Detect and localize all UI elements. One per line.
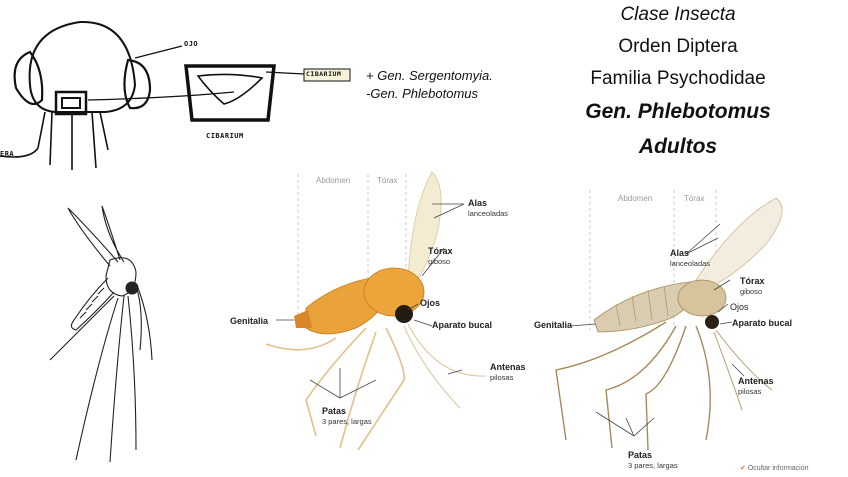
p1-aparato-label: Aparato bucal: [432, 320, 493, 330]
head-cibarium-drawing: [0, 20, 351, 170]
p2-aparato-label: Aparato bucal: [732, 318, 793, 328]
p1-ojos-label: Ojos: [420, 298, 441, 308]
estadio-label: Adultos: [638, 135, 718, 158]
orden-label: Orden Diptera: [618, 36, 738, 57]
genera-sergentomyia: + Gen. Sergentomyia.: [366, 68, 493, 83]
chevron-icon: ✔: [740, 465, 746, 472]
clase-label: Clase Insecta: [620, 4, 736, 25]
genero-label: Gen. Phlebotomus: [585, 100, 771, 123]
cibarium-box-label: CIBARIUM: [306, 70, 342, 78]
antena-partial-label: ERA: [0, 150, 15, 158]
ojo-label: OJO: [184, 40, 199, 48]
p1-abdomen-section: Abdomen: [316, 176, 351, 185]
p2-ojos-label: Ojos: [730, 302, 749, 312]
genera-phlebotomus: -Gen. Phlebotomus: [366, 86, 479, 101]
ocultar-informacion[interactable]: ✔ Ocultar información: [740, 464, 809, 472]
p1-genitalia-label: Genitalia: [230, 316, 269, 326]
ocultar-label: Ocultar información: [747, 465, 809, 472]
specimen-photo-orange: [265, 171, 487, 451]
cibarium-caption: CIBARIUM: [206, 132, 244, 140]
sandfly-line-drawing: [49, 205, 153, 463]
specimen-photo-pale: [555, 190, 783, 451]
genera-notes: + Gen. Sergentomyia. -Gen. Phlebotomus: [366, 67, 493, 103]
cibarium-box-frame: [303, 68, 351, 82]
p2-torax-section: Tórax: [684, 194, 705, 203]
p1-torax-section: Tórax: [377, 176, 398, 185]
familia-label: Familia Psychodidae: [590, 68, 766, 89]
p2-genitalia-label: Genitalia: [534, 320, 573, 330]
p2-abdomen-section: Abdomen: [618, 194, 653, 203]
